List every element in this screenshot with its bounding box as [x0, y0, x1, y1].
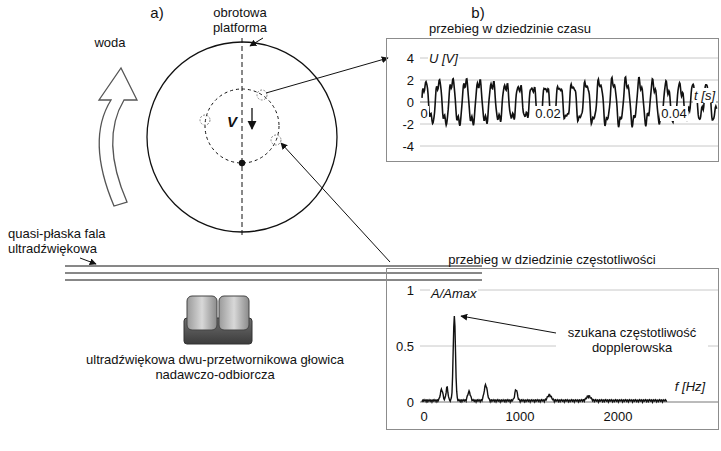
tick-label: 0 — [407, 95, 414, 110]
tick-label: 1000 — [506, 409, 535, 424]
tick-label: 0 — [419, 106, 428, 121]
center-dot — [239, 160, 245, 166]
axis-title: f [Hz] — [674, 379, 706, 394]
leader-line — [281, 143, 390, 262]
wavefront — [65, 280, 482, 281]
leader-line — [80, 258, 96, 264]
medium-label: woda — [94, 35, 125, 50]
tick-label: 1 — [407, 283, 414, 298]
freq-grid — [420, 290, 718, 402]
scatterer — [257, 90, 267, 100]
velocity-symbol: V — [227, 114, 237, 129]
axis-title: U [V] — [428, 51, 459, 66]
axis-title: t [s] — [693, 88, 716, 103]
scatterer-path — [205, 89, 279, 163]
axis-line — [242, 38, 243, 236]
panel-letter: b) — [471, 5, 484, 20]
panel-letter: a) — [150, 5, 163, 20]
chart-panel: przebieg w dziedzinie czasu420-2-4U [V]t… — [386, 38, 719, 162]
part-label: obrotowa platforma — [200, 5, 280, 35]
tick-label: 4 — [407, 51, 414, 66]
tick-label: 2000 — [604, 409, 633, 424]
axis-title: A/Amax — [430, 286, 478, 301]
chart-title: przebieg w dziedzinie częstotliwości — [448, 252, 655, 267]
part-label: ultradźwiękowa dwu-przetwornikowa głowic… — [70, 352, 360, 382]
chart-panel: przebieg w dziedzinie częstotliwości10.5… — [386, 268, 719, 430]
time-grid — [420, 58, 718, 146]
part-label: quasi-płaska fala ultradźwiękowa — [8, 226, 136, 256]
tick-label: -4 — [402, 139, 414, 154]
tick-label: 0 — [407, 395, 414, 410]
wavefront — [65, 273, 482, 274]
tick-label: 0.04 — [660, 106, 687, 121]
leader-line — [461, 316, 556, 333]
transducer-element — [187, 296, 217, 330]
tick-label: 0.02 — [534, 106, 561, 121]
transducer-element — [219, 296, 249, 330]
velocity-arrow — [251, 108, 252, 129]
tick-label: 0.5 — [396, 339, 414, 354]
time-signal — [422, 77, 717, 127]
scatterer — [271, 135, 281, 145]
leader-line — [266, 58, 388, 93]
tick-label: 0 — [420, 409, 427, 424]
scatterer — [200, 115, 210, 125]
leader-line — [250, 38, 263, 46]
callout-note: szukana częstotliwość dopplerowska — [556, 325, 708, 355]
wavefront — [65, 266, 482, 267]
chart-title: przebieg w dziedzinie czasu — [429, 21, 591, 36]
tick-label: 2 — [407, 73, 414, 88]
tick-label: -2 — [402, 117, 414, 132]
rotation-arrow — [99, 68, 137, 206]
